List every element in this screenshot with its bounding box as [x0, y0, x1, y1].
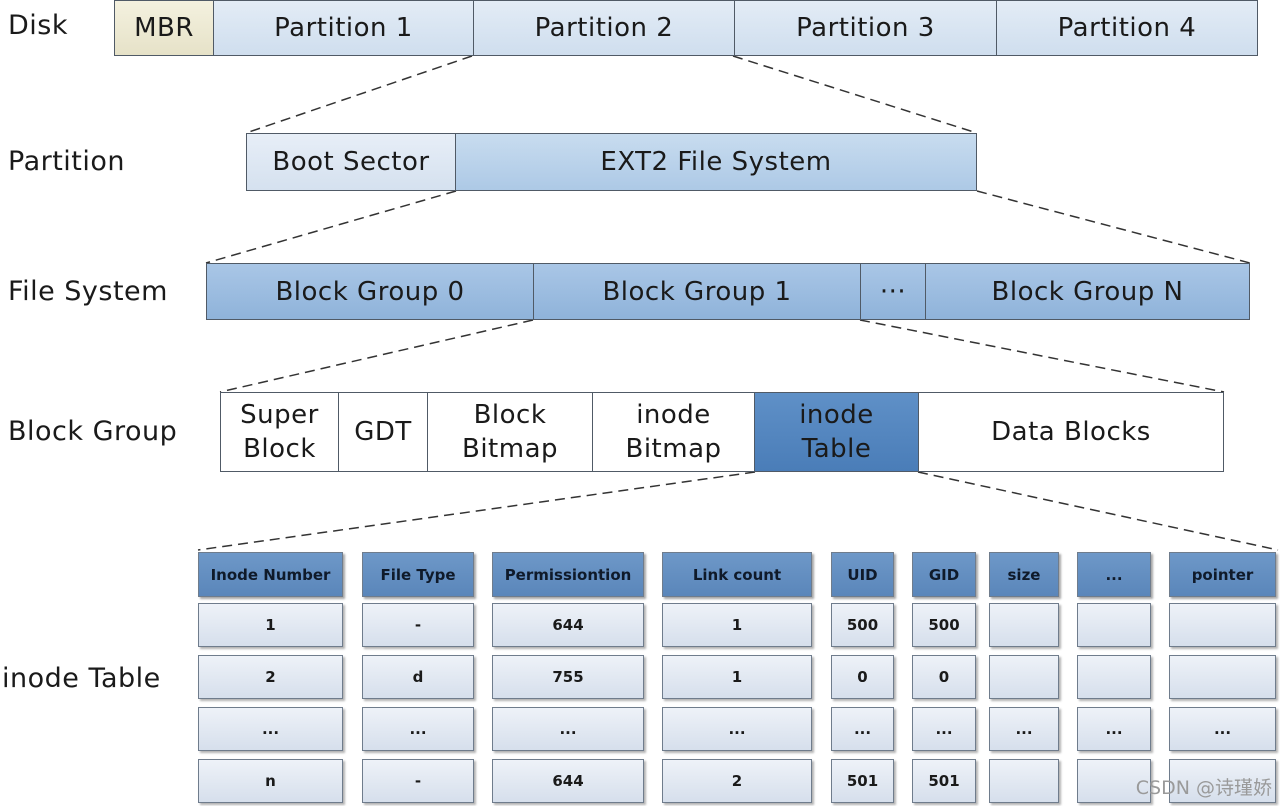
ext2-file-system-box: EXT2 File System	[455, 133, 977, 191]
zoom-line	[219, 319, 534, 393]
label-disk: Disk	[8, 10, 68, 41]
table-cell	[1169, 603, 1276, 647]
gdt-box: GDT	[338, 392, 428, 472]
label-inode-table: inode Table	[2, 663, 161, 694]
zoom-line	[245, 55, 473, 134]
zoom-line	[732, 55, 978, 134]
table-cell: 1	[662, 655, 812, 699]
table-header-ellipsis: ...	[1077, 552, 1151, 597]
ellipsis-box: ···	[860, 263, 926, 320]
zoom-line	[197, 471, 756, 551]
inode-bitmap-line-2: Bitmap	[625, 434, 722, 464]
table-cell: 2	[662, 759, 812, 803]
table-cell: 500	[912, 603, 976, 647]
table-header-link-count: Link count	[662, 552, 812, 597]
partition-3-box: Partition 3	[734, 0, 997, 56]
table-cell: d	[362, 655, 474, 699]
table-cell: -	[362, 759, 474, 803]
block-group-n-box: Block Group N	[925, 263, 1250, 320]
partition-4-box: Partition 4	[996, 0, 1258, 56]
block-group-0-box: Block Group 0	[206, 263, 534, 320]
table-cell	[1077, 655, 1151, 699]
inode-table-box: inode Table	[754, 392, 919, 472]
table-cell: ...	[1077, 707, 1151, 751]
label-block-group: Block Group	[8, 416, 178, 447]
inode-bitmap-line-1: inode	[636, 400, 711, 430]
table-header-size: size	[989, 552, 1059, 597]
table-cell: ...	[362, 707, 474, 751]
table-cell	[989, 655, 1059, 699]
table-cell: ...	[989, 707, 1059, 751]
table-cell: ...	[831, 707, 894, 751]
inode-table-line-1: inode	[799, 400, 874, 430]
table-cell	[1169, 759, 1276, 803]
super-block-line-1: Super	[240, 400, 319, 430]
table-cell	[1077, 759, 1151, 803]
boot-sector-box: Boot Sector	[246, 133, 456, 191]
table-header-pointer: pointer	[1169, 552, 1276, 597]
table-header-permission: Permissiontion	[492, 552, 644, 597]
mbr-box: MBR	[114, 0, 214, 56]
block-bitmap-line-1: Block	[473, 400, 547, 430]
partition-1-box: Partition 1	[213, 0, 474, 56]
table-header-inode-number: Inode Number	[198, 552, 343, 597]
table-cell: 500	[831, 603, 894, 647]
table-header-file-type: File Type	[362, 552, 474, 597]
block-bitmap-box: Block Bitmap	[427, 392, 593, 472]
table-cell: -	[362, 603, 474, 647]
table-cell: 644	[492, 603, 644, 647]
zoom-line	[205, 190, 457, 264]
table-cell: 501	[912, 759, 976, 803]
table-cell: ...	[1169, 707, 1276, 751]
table-cell: 1	[662, 603, 812, 647]
table-header-gid: GID	[912, 552, 976, 597]
table-cell: ...	[198, 707, 343, 751]
data-blocks-box: Data Blocks	[918, 392, 1224, 472]
partition-2-box: Partition 2	[473, 0, 735, 56]
table-cell: n	[198, 759, 343, 803]
label-partition: Partition	[8, 146, 126, 177]
table-cell: 755	[492, 655, 644, 699]
block-group-1-box: Block Group 1	[533, 263, 861, 320]
table-cell	[989, 603, 1059, 647]
block-bitmap-line-2: Bitmap	[461, 434, 559, 464]
table-cell	[1169, 655, 1276, 699]
table-cell: 0	[831, 655, 894, 699]
table-cell: ...	[492, 707, 644, 751]
watermark: CSDN @诗瑾娇	[1135, 777, 1272, 799]
zoom-line	[859, 319, 1225, 393]
table-cell	[1077, 603, 1151, 647]
table-cell: 2	[198, 655, 343, 699]
table-header-uid: UID	[831, 552, 894, 597]
table-cell: ...	[912, 707, 976, 751]
table-cell	[989, 759, 1059, 803]
table-cell: 0	[912, 655, 976, 699]
gdt-label: GDT	[354, 417, 412, 447]
data-blocks-label: Data Blocks	[991, 417, 1151, 447]
table-cell: 501	[831, 759, 894, 803]
inode-bitmap-box: inode Bitmap	[592, 392, 755, 472]
zoom-line	[917, 471, 1279, 551]
label-file-system: File System	[8, 276, 168, 307]
table-cell: 644	[492, 759, 644, 803]
inode-table-line-2: Table	[801, 434, 872, 464]
super-block-box: Super Block	[220, 392, 339, 472]
table-cell: ...	[662, 707, 812, 751]
zoom-line	[976, 190, 1251, 264]
super-block-line-2: Block	[243, 434, 316, 464]
table-cell: 1	[198, 603, 343, 647]
